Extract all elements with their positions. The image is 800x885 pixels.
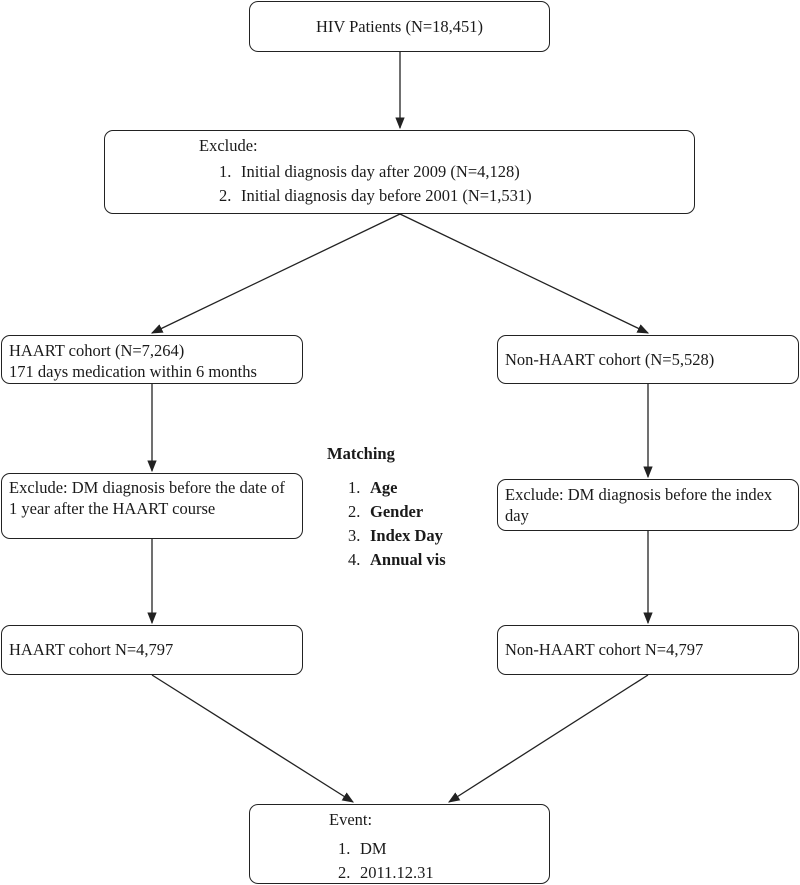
matching-item-index-day: 3.Index Day xyxy=(348,526,443,545)
event-title: Event: xyxy=(329,810,373,829)
matching-panel: Matching 1.Age 2.Gender 3.Index Day 4.An… xyxy=(327,443,446,573)
haart-cohort-criteria: 171 days medication within 6 months xyxy=(9,362,257,381)
haart-cohort-box: HAART cohort (N=7,264) 171 days medicati… xyxy=(1,335,303,384)
matching-title: Matching xyxy=(327,444,395,463)
haart-exclude-text: Exclude: DM diagnosis before the date of… xyxy=(9,478,285,518)
nonhaart-final-label: Non-HAART cohort N=4,797 xyxy=(505,640,704,659)
arrow-exclude-to-nonhaart xyxy=(399,213,650,334)
event-box: Event: 1.DM 2.2011.12.31 xyxy=(249,804,550,884)
nonhaart-cohort-label: Non-HAART cohort (N=5,528) xyxy=(505,350,715,369)
exclude-top-item-1: 1.Initial diagnosis day after 2009 (N=4,… xyxy=(219,162,520,181)
event-item-1: 1.DM xyxy=(338,839,387,858)
matching-item-gender: 2.Gender xyxy=(348,502,424,521)
matching-item-annual-vis: 4.Annual vis xyxy=(348,550,446,569)
matching-item-age: 1.Age xyxy=(348,478,398,497)
nonhaart-final-box: Non-HAART cohort N=4,797 xyxy=(497,625,799,675)
nonhaart-exclude-text: Exclude: DM diagnosis before the index d… xyxy=(505,485,773,525)
hiv-patients-label: HIV Patients (N=18,451) xyxy=(315,17,484,36)
haart-final-label: HAART cohort N=4,797 xyxy=(9,640,174,659)
arrow-nonhaart-final-to-event xyxy=(448,674,649,803)
haart-cohort-label: HAART cohort (N=7,264) xyxy=(9,341,185,360)
event-item-2: 2.2011.12.31 xyxy=(338,863,434,882)
nonhaart-exclude-box: Exclude: DM diagnosis before the index d… xyxy=(497,479,799,531)
exclude-top-item-2: 2.Initial diagnosis day before 2001 (N=1… xyxy=(219,186,532,205)
exclude-top-box: Exclude: 1.Initial diagnosis day after 2… xyxy=(104,130,695,214)
nonhaart-cohort-box: Non-HAART cohort (N=5,528) xyxy=(497,335,799,384)
exclude-top-title: Exclude: xyxy=(199,136,258,155)
hiv-patients-box: HIV Patients (N=18,451) xyxy=(249,1,550,52)
arrow-exclude-to-haart xyxy=(150,213,401,334)
arrow-haart-final-to-event xyxy=(151,674,354,803)
haart-exclude-box: Exclude: DM diagnosis before the date of… xyxy=(1,473,303,539)
haart-final-box: HAART cohort N=4,797 xyxy=(1,625,303,675)
